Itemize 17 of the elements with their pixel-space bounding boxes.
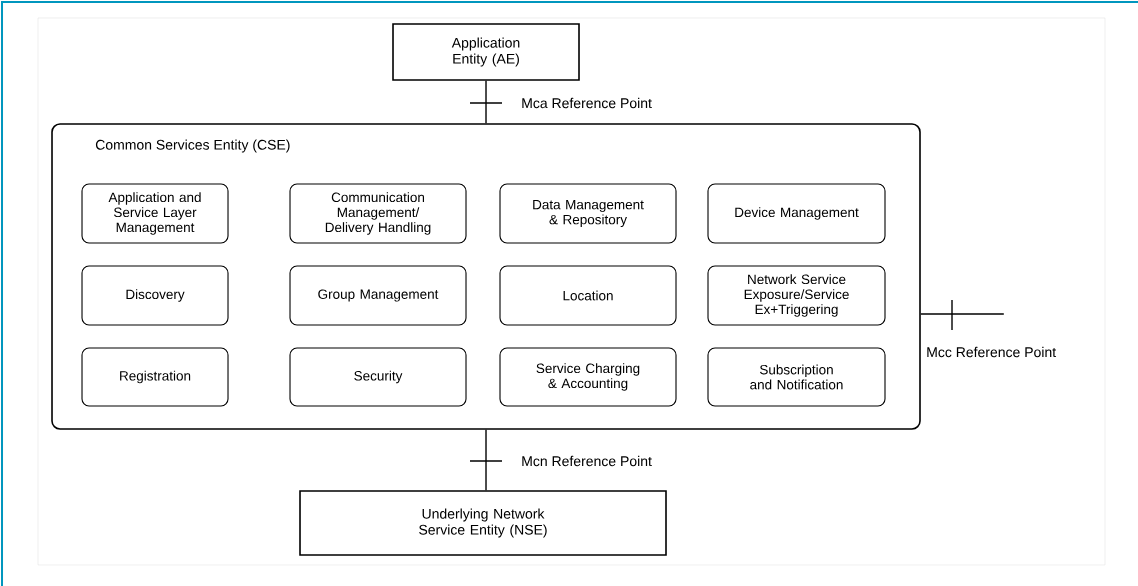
reference-line (920, 299, 1005, 331)
function-box: Device Management (707, 183, 886, 244)
function-box: Location (499, 265, 677, 326)
entity-box: Underlying Network Service Entity (NSE) (299, 490, 667, 556)
function-box: Subscription and Notification (707, 347, 886, 407)
function-box: Group Management (289, 265, 467, 326)
reference-line (469, 80, 503, 124)
function-box: Registration (81, 347, 229, 407)
function-box: Application and Service Layer Management (81, 183, 229, 244)
function-box: Data Management & Repository (499, 183, 677, 244)
function-box: Network Service Exposure/Service Ex+Triggering (707, 265, 886, 326)
function-box: Security (289, 347, 467, 407)
entity-box: Application Entity (AE) (392, 23, 580, 81)
function-box: Communication Management/ Delivery Handling (289, 183, 467, 244)
reference-line (469, 429, 503, 491)
function-box: Service Charging & Accounting (499, 347, 677, 407)
function-box: Discovery (81, 265, 229, 326)
